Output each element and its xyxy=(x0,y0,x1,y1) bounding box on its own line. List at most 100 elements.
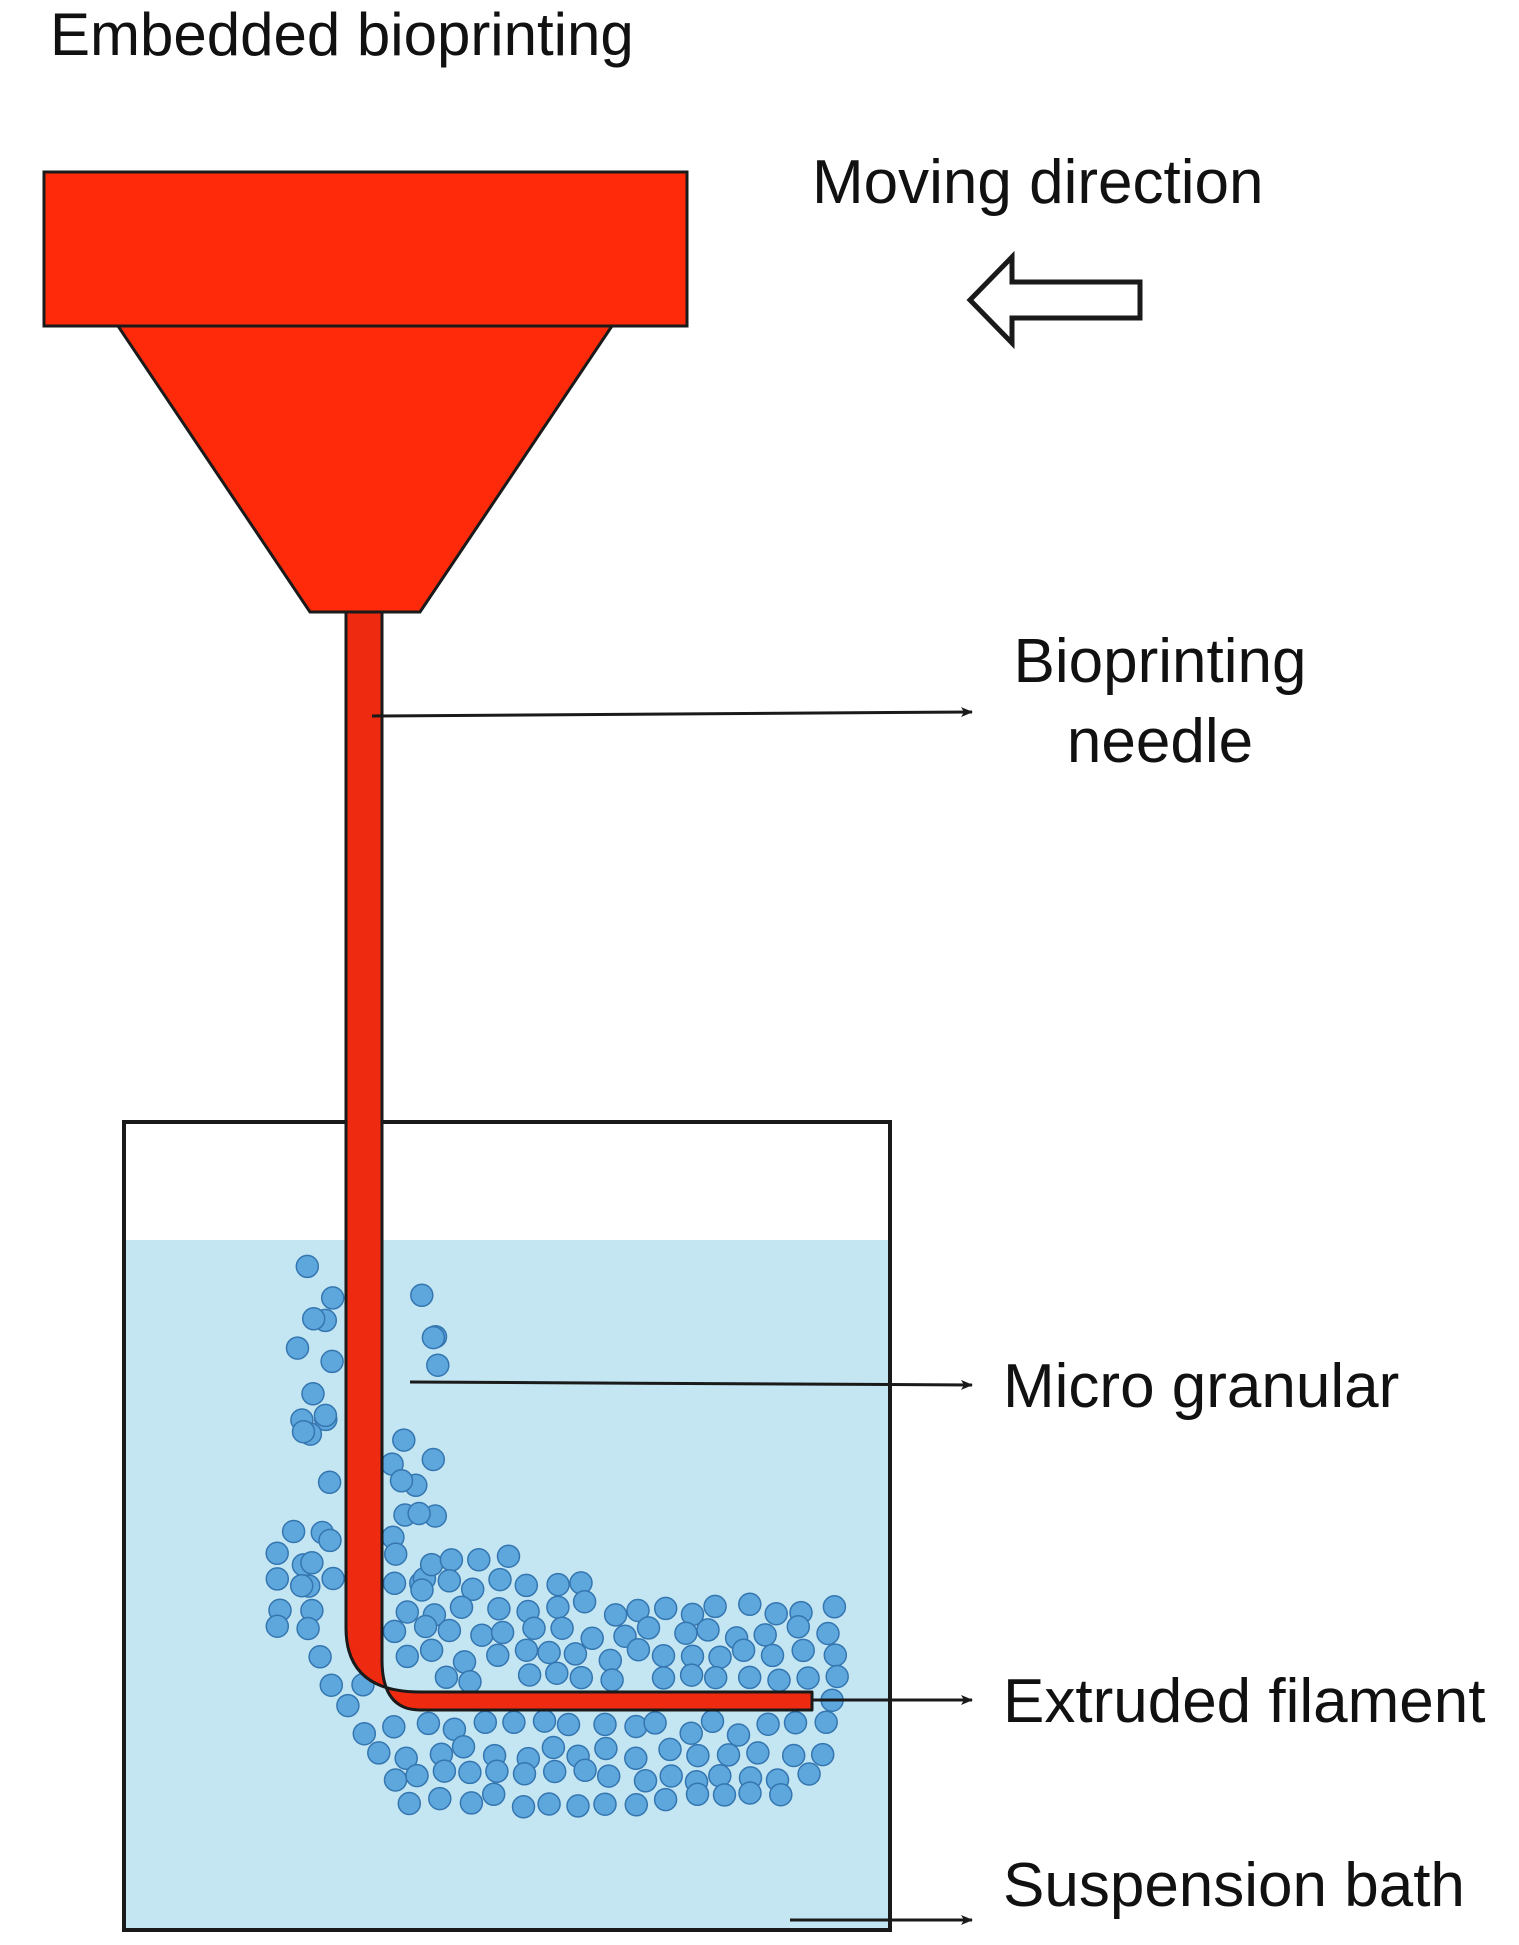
micro-granule xyxy=(716,1743,741,1767)
micro-granule xyxy=(352,1721,377,1746)
micro-granule xyxy=(563,1642,588,1666)
granular-pointer-arrow xyxy=(409,1379,973,1390)
micro-granule xyxy=(289,1573,314,1598)
micro-granule xyxy=(753,1623,777,1647)
micro-granule xyxy=(407,1501,431,1526)
micro-granule xyxy=(674,1621,698,1645)
micro-granule xyxy=(603,1603,628,1627)
micro-granule xyxy=(470,1623,494,1647)
micro-granule xyxy=(321,1566,345,1591)
micro-granule xyxy=(320,1349,344,1374)
micro-granule xyxy=(522,1616,546,1640)
micro-granule xyxy=(760,1643,785,1668)
micro-granule xyxy=(265,1614,290,1638)
micro-granule xyxy=(822,1595,847,1619)
micro-granule xyxy=(542,1759,567,1784)
micro-granule xyxy=(367,1741,391,1765)
micro-granule xyxy=(397,1791,422,1816)
micro-granule xyxy=(458,1670,482,1694)
needle-label-line2: needle xyxy=(1067,707,1253,776)
micro-granule xyxy=(383,1768,408,1792)
micro-granules xyxy=(265,1254,849,1819)
micro-granule xyxy=(712,1783,737,1807)
micro-granule xyxy=(428,1786,452,1811)
micro-granule xyxy=(700,1709,725,1734)
micro-granule xyxy=(572,1589,597,1614)
micro-granule xyxy=(296,1616,320,1641)
micro-granule xyxy=(517,1663,542,1687)
micro-granule xyxy=(320,1286,345,1310)
micro-granule xyxy=(486,1643,510,1668)
micro-granule xyxy=(764,1601,788,1626)
micro-granule xyxy=(696,1618,720,1642)
micro-granule xyxy=(796,1666,820,1690)
micro-granule xyxy=(593,1712,617,1737)
micro-granule xyxy=(502,1710,526,1735)
micro-granule xyxy=(419,1552,444,1577)
micro-granule xyxy=(458,1760,482,1785)
bath-label: Suspension bath xyxy=(1003,1851,1465,1920)
micro-granule xyxy=(432,1759,457,1783)
micro-granule xyxy=(514,1638,539,1662)
micro-granule xyxy=(319,1673,344,1697)
micro-granule xyxy=(797,1762,821,1786)
micro-granule xyxy=(487,1597,511,1621)
micro-granule xyxy=(419,1638,444,1662)
micro-granule xyxy=(816,1621,840,1646)
micro-granule xyxy=(708,1645,732,1669)
micro-granule xyxy=(814,1710,838,1735)
micro-granule xyxy=(769,1782,793,1807)
micro-granule xyxy=(823,1643,848,1667)
micro-granule xyxy=(791,1638,815,1663)
micro-granule xyxy=(746,1741,770,1765)
micro-granule xyxy=(265,1567,290,1591)
micro-granule xyxy=(395,1644,420,1669)
micro-granule xyxy=(624,1793,649,1817)
micro-granule xyxy=(410,1283,434,1308)
granular-label: Micro granular xyxy=(1003,1352,1399,1421)
micro-granule xyxy=(686,1743,710,1768)
micro-granule xyxy=(395,1600,420,1624)
bath-container xyxy=(122,1120,892,1932)
moving-direction-arrow-icon xyxy=(966,250,1143,350)
micro-granule xyxy=(781,1743,806,1768)
micro-granule xyxy=(810,1742,835,1767)
micro-granule xyxy=(537,1640,561,1665)
micro-granule xyxy=(546,1595,570,1619)
micro-granule xyxy=(653,1787,678,1812)
micro-granule xyxy=(573,1758,597,1783)
micro-granule xyxy=(636,1616,661,1640)
micro-granule xyxy=(382,1571,407,1596)
micro-granule xyxy=(786,1615,811,1639)
micro-granule xyxy=(281,1519,306,1544)
micro-granule xyxy=(460,1577,485,1602)
micro-granule xyxy=(405,1763,429,1788)
micro-granule xyxy=(301,1382,325,1406)
micro-granule xyxy=(726,1723,751,1747)
moving-direction-label: Moving direction xyxy=(812,148,1263,217)
micro-granule xyxy=(308,1645,332,1669)
micro-granule xyxy=(600,1668,624,1692)
micro-granule xyxy=(421,1447,446,1472)
micro-granule xyxy=(643,1711,667,1735)
micro-granule xyxy=(783,1710,808,1735)
micro-granule xyxy=(703,1594,727,1619)
micro-granule xyxy=(653,1596,678,1621)
micro-granule xyxy=(633,1769,658,1793)
micro-granule xyxy=(481,1782,506,1807)
micro-granule xyxy=(580,1626,604,1651)
micro-granule xyxy=(596,1764,621,1788)
micro-granule xyxy=(685,1782,710,1807)
printhead-funnel xyxy=(115,324,615,614)
micro-granule xyxy=(490,1620,515,1645)
micro-granule xyxy=(624,1714,648,1739)
micro-granule xyxy=(485,1759,509,1784)
micro-granule xyxy=(336,1693,360,1718)
micro-granule xyxy=(569,1665,594,1690)
micro-granule xyxy=(285,1336,310,1360)
micro-granule xyxy=(731,1638,756,1663)
micro-granule xyxy=(383,1542,408,1566)
micro-granule xyxy=(738,1592,762,1617)
micro-granule xyxy=(421,1325,446,1350)
